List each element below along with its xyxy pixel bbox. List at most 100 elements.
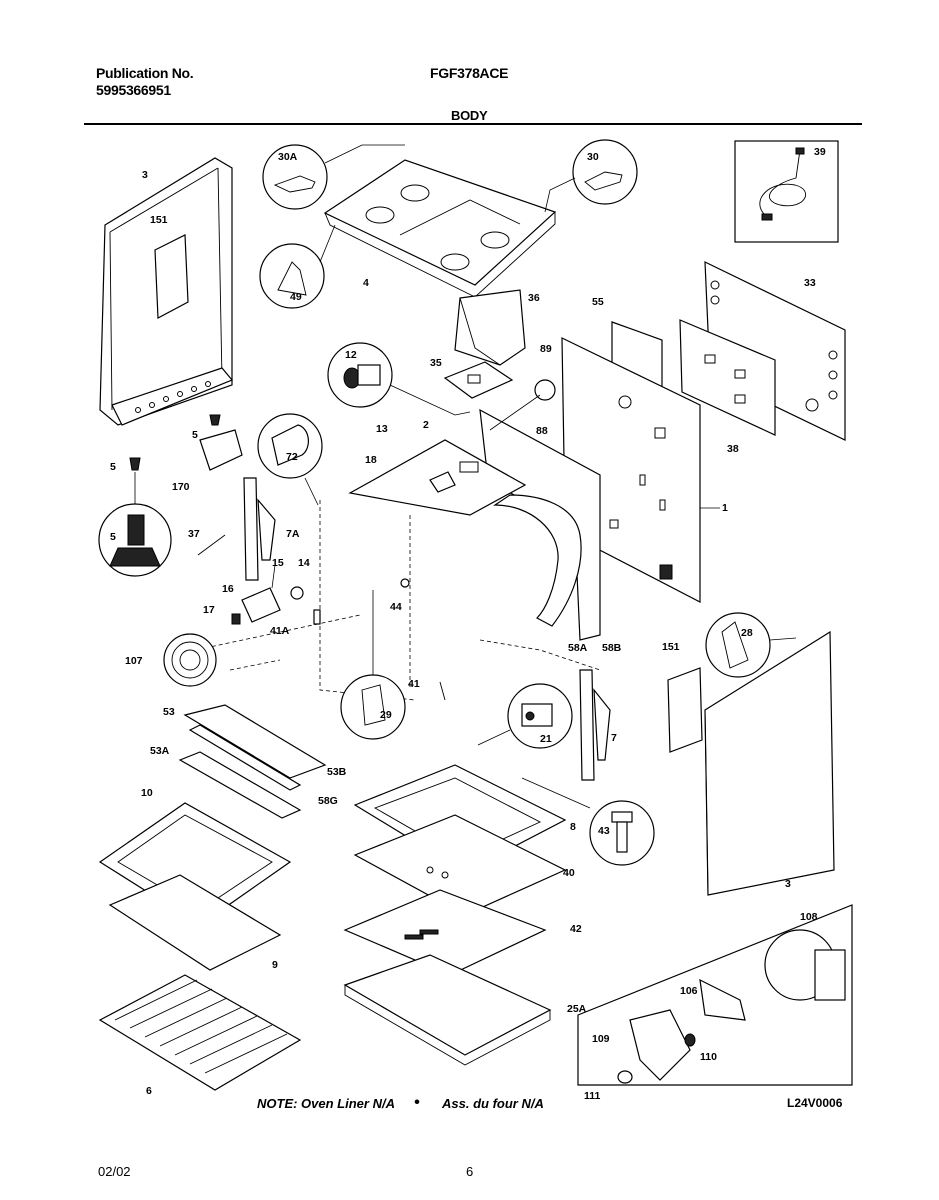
bracket-170 [199,429,243,471]
callout-6: 6 [146,1085,152,1097]
insulation-strip-151 [154,234,189,319]
burner-ring-107 [163,633,217,687]
diagram-code: L24V0006 [787,1096,843,1110]
callout-151b: 151 [662,641,680,653]
burner-box [323,159,557,298]
callout-53: 53 [163,706,175,718]
callout-5b: 5 [110,461,116,473]
broiler-channel-53 [183,704,327,791]
bracket-30A-callout [262,144,405,210]
clip-29-callout [340,674,406,740]
callout-170: 170 [172,481,190,493]
callout-58B: 58B [602,642,622,654]
callout-5a: 5 [192,429,198,441]
callout-30: 30 [587,151,599,163]
valve-assembly [231,564,304,625]
vent-duct-36 [454,289,526,366]
callout-44: 44 [390,601,402,613]
bracket-28-callout [705,612,797,678]
callout-18: 18 [365,454,377,466]
callout-53B: 53B [327,766,347,778]
callout-72: 72 [286,451,298,463]
pressure-regulator-12-callout [327,342,471,416]
callout-41A: 41A [270,625,290,637]
part-72-callout [257,413,323,506]
callout-151: 151 [150,214,168,226]
callout-88: 88 [536,425,548,437]
spark-module-89 [489,379,556,431]
callout-9: 9 [272,959,278,971]
section-title: BODY [451,108,488,123]
callout-40: 40 [563,867,575,879]
screw-43-callout [521,777,655,866]
channel-53A [178,751,302,819]
callout-53A: 53A [150,745,170,757]
mounting-plate-13 [348,439,527,516]
callout-7A: 7A [286,528,300,540]
bracket-30-callout [544,139,638,213]
callout-36: 36 [528,292,540,304]
oven-liner-note-french: Ass. du four N/A [442,1096,544,1111]
callout-42: 42 [570,923,582,935]
publication-label: Publication No. [96,65,194,81]
spring-37 [197,534,226,556]
callout-16: 16 [222,583,234,595]
callout-41: 41 [408,678,420,690]
callout-107: 107 [125,655,143,667]
callout-58G: 58G [318,795,338,807]
burner-21-callout [477,683,573,749]
callout-30A: 30A [278,151,298,163]
callout-38: 38 [727,443,739,455]
callout-3: 3 [142,169,148,181]
callout-108: 108 [800,911,818,923]
model-number: FGF378ACE [430,65,509,81]
callout-3b: 3 [785,878,791,890]
oven-liner-note-english: NOTE: Oven Liner N/A [257,1096,395,1111]
callout-4: 4 [363,277,369,289]
callout-21: 21 [540,733,552,745]
fan-motor-box [577,904,853,1086]
publication-date: 02/02 [98,1164,131,1179]
callout-2: 2 [423,419,429,431]
callout-8: 8 [570,821,576,833]
callout-58A: 58A [568,642,588,654]
callout-17: 17 [203,604,215,616]
callout-25A: 25A [567,1003,587,1015]
hinge-7A [243,477,276,581]
leveler-5 [98,457,172,577]
callout-33: 33 [804,277,816,289]
drawer-25A [343,954,552,1066]
note-separator: • [414,1094,420,1111]
callout-110: 110 [700,1051,717,1063]
callout-37: 37 [188,528,200,540]
callout-111: 111 [584,1090,601,1102]
side-panel-right [667,630,835,896]
callout-10: 10 [141,787,153,799]
callout-109: 109 [592,1033,610,1045]
callout-39: 39 [814,146,826,158]
publication-number: 5995366951 [96,82,171,98]
gasket-35 [443,361,514,399]
oven-rack-6 [98,974,302,1091]
clip-41 [439,681,446,701]
callout-5c: 5 [110,531,116,543]
page-number: 6 [466,1164,474,1179]
rear-panel [704,261,846,441]
insulation-plate [679,319,776,436]
clip-41A [313,609,321,625]
callout-14: 14 [298,557,310,569]
callout-7: 7 [611,732,617,744]
callout-89: 89 [540,343,552,355]
callout-43: 43 [598,825,610,837]
hinge-7 [579,669,611,781]
callout-15: 15 [272,557,284,569]
callout-29: 29 [380,709,392,721]
callout-106: 106 [680,985,698,997]
broiler-pan-9 [108,874,282,971]
clip-44 [400,578,410,588]
callout-28: 28 [741,627,753,639]
bracket-49-callout [259,224,336,309]
screw-5-top [209,414,221,426]
callout-1: 1 [722,502,728,514]
